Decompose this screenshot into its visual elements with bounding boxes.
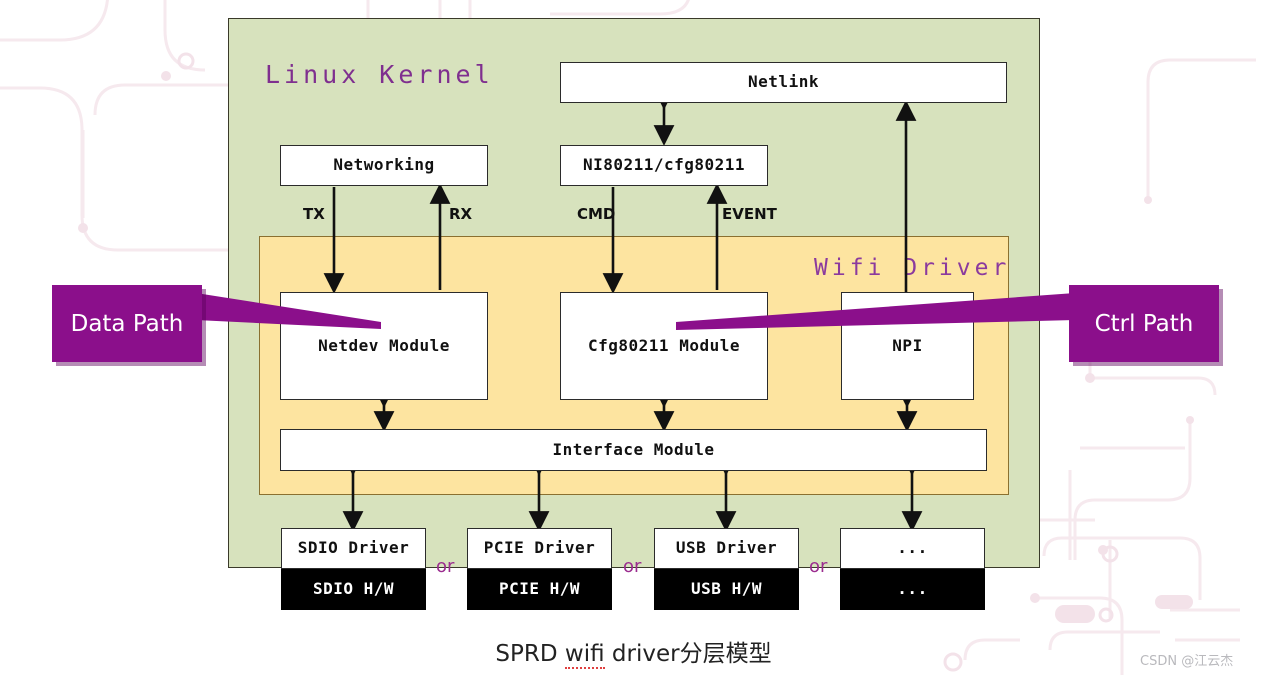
diagram-caption: SPRD wifi driver分层模型 (0, 634, 1267, 669)
linux-kernel-label: Linux Kernel (265, 60, 494, 89)
edge-label-tx: TX (303, 205, 325, 223)
edge-label-event: EVENT (722, 205, 777, 223)
node-usb-driver[interactable]: USB Driver (654, 528, 799, 569)
callout-data-path[interactable]: Data Path (52, 285, 202, 362)
node-nl80211-cfg80211[interactable]: NI80211/cfg80211 (560, 145, 768, 186)
caption-prefix: SPRD (495, 641, 565, 667)
node-sdio-hw[interactable]: SDIO H/W (281, 569, 426, 610)
edge-label-or-2: or (623, 556, 642, 577)
caption-spellchecked-word: wifi (564, 641, 605, 669)
edge-label-rx: RX (449, 205, 473, 223)
node-cfg80211-module[interactable]: Cfg80211 Module (560, 292, 768, 400)
node-netlink[interactable]: Netlink (560, 62, 1007, 103)
node-usb-hw[interactable]: USB H/W (654, 569, 799, 610)
node-sdio-driver[interactable]: SDIO Driver (281, 528, 426, 569)
caption-suffix: driver分层模型 (604, 641, 772, 667)
wifi-driver-label: Wifi Driver (814, 255, 1011, 281)
callout-ctrl-path[interactable]: Ctrl Path (1069, 285, 1219, 362)
edge-label-or-1: or (436, 556, 455, 577)
node-npi[interactable]: NPI (841, 292, 974, 400)
csdn-watermark: CSDN @江云杰 (1140, 654, 1234, 669)
node-interface-module[interactable]: Interface Module (280, 429, 987, 471)
node-other-driver[interactable]: ... (840, 528, 985, 569)
edge-label-or-3: or (809, 556, 828, 577)
node-pcie-driver[interactable]: PCIE Driver (467, 528, 612, 569)
edge-label-cmd: CMD (577, 205, 616, 223)
node-pcie-hw[interactable]: PCIE H/W (467, 569, 612, 610)
node-other-hw[interactable]: ... (840, 569, 985, 610)
node-netdev-module[interactable]: Netdev Module (280, 292, 488, 400)
node-networking[interactable]: Networking (280, 145, 488, 186)
